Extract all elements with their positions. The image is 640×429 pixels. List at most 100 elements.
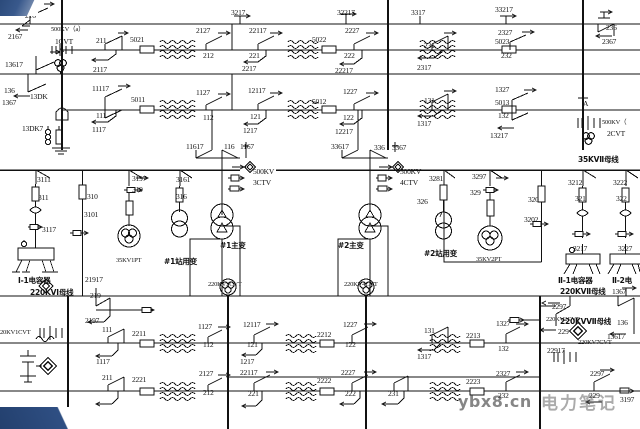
label-station-svc-1: #1站用变 xyxy=(164,257,198,266)
tag-3227: 3227 xyxy=(618,244,633,253)
tag-111b: 111 xyxy=(102,325,113,334)
tag-121: 121 xyxy=(250,112,261,121)
label-500kv-4ctv-a: 500KV xyxy=(400,167,422,176)
tag-2217: 2217 xyxy=(242,64,257,73)
tag-136: 136 xyxy=(4,86,15,95)
tag-232: 232 xyxy=(501,51,512,60)
tag-3217: 3217 xyxy=(231,8,246,17)
tag-222b: 222 xyxy=(345,389,356,398)
tag-2327b: 2327 xyxy=(496,369,511,378)
tag-1367b: 1367 xyxy=(612,287,627,296)
tag-211: 211 xyxy=(96,36,107,45)
tag-2221: 2221 xyxy=(132,375,147,384)
tag-231: 231 xyxy=(424,41,435,50)
tag-131b: 131 xyxy=(424,326,435,335)
label-220kv-1-bus: 220KVⅠ母线 xyxy=(30,288,74,297)
tag-5011: 5011 xyxy=(131,95,145,104)
tag-326: 326 xyxy=(417,197,428,206)
tag-21917: 21917 xyxy=(85,275,103,284)
tag-1127: 1127 xyxy=(196,88,210,97)
corner-artifact-bottom-left xyxy=(0,407,112,429)
tag-2223: 2223 xyxy=(466,377,481,386)
tag-22117: 22117 xyxy=(249,26,267,35)
tag-1327b: 1327 xyxy=(496,319,511,328)
tag-136b: 136 xyxy=(617,318,628,327)
label-500kv-1cvt-a: 500KV（a） xyxy=(51,26,85,33)
tag-2227: 2227 xyxy=(345,26,360,35)
label-cvt-220kv-1: 20KV1CVT xyxy=(0,329,31,336)
tag-5013: 5013 xyxy=(495,98,510,107)
tag-311: 311 xyxy=(38,193,49,202)
tag-211b: 211 xyxy=(102,373,113,382)
tag-1317b: 1317 xyxy=(417,352,432,361)
tag-1317: 1317 xyxy=(417,119,432,128)
tag-321: 321 xyxy=(575,194,586,203)
tag-3281: 3281 xyxy=(429,174,444,183)
label-cvt-220kv-7: 220KV7CVT xyxy=(578,339,612,346)
tag-22117b: 22117 xyxy=(240,368,258,377)
tag-11117: 11117 xyxy=(92,84,109,93)
tag-222: 222 xyxy=(344,51,355,60)
tag-132b: 132 xyxy=(498,344,509,353)
tag-131: 131 xyxy=(424,96,435,105)
tag-1227b: 1227 xyxy=(343,320,358,329)
tag-3161: 3161 xyxy=(176,175,191,184)
label-500kv-3ctv-b: 3CTV xyxy=(253,178,271,187)
tag-33617: 33617 xyxy=(331,142,349,151)
tag-12117: 12117 xyxy=(248,86,266,95)
tag-12117b: 12117 xyxy=(243,320,261,329)
tag-122: 122 xyxy=(343,113,354,122)
label-cap-II-2: Ⅱ-2电 xyxy=(612,276,632,285)
tag-2367: 2367 xyxy=(602,37,617,46)
tag-3217b: 3217 xyxy=(573,244,588,253)
tag-111: 111 xyxy=(96,111,107,120)
tag-1127b: 1127 xyxy=(198,322,212,331)
tag-232b: 232 xyxy=(498,391,509,400)
tag-219: 219 xyxy=(90,291,101,300)
tag-3111: 3111 xyxy=(37,175,51,184)
tag-2297b: 2297 xyxy=(590,369,605,378)
tag-2167: 2167 xyxy=(8,32,23,41)
tag-3197: 3197 xyxy=(132,174,147,183)
tag-2212: 2212 xyxy=(317,330,332,339)
tag-22917: 22917 xyxy=(547,346,565,355)
tag-112b: 112 xyxy=(203,340,214,349)
label-pt-35kv-2: 35KV2PT xyxy=(476,256,502,263)
corner-artifact-top-left xyxy=(0,0,38,16)
label-station-svc-2: #2站用变 xyxy=(424,249,458,258)
tag-221b: 221 xyxy=(248,389,259,398)
tag-3222: 3222 xyxy=(613,178,628,187)
tag-2213: 2213 xyxy=(466,331,481,340)
label-cap-II-1: Ⅱ-1电容器 xyxy=(558,276,593,285)
tag-316: 316 xyxy=(176,192,187,201)
tag-1217b: 1217 xyxy=(240,357,255,366)
tag-2211: 2211 xyxy=(132,329,146,338)
tag-5022: 5022 xyxy=(312,35,327,44)
tag-229: 229 xyxy=(558,327,569,336)
tag-2222: 2222 xyxy=(317,376,332,385)
tag-336: 336 xyxy=(374,143,385,152)
tag-13dk7: 13DK7 xyxy=(22,124,44,133)
tag-319: 319 xyxy=(132,185,143,194)
tag-13617: 13617 xyxy=(5,60,23,69)
label-500kv-3ctv-a: 500KV xyxy=(253,167,275,176)
tag-5023: 5023 xyxy=(495,37,510,46)
label-500kv-2cvt-a: 500KV（ xyxy=(602,119,627,126)
tag-3101: 3101 xyxy=(84,210,99,219)
tag-1367: 1367 xyxy=(2,98,17,107)
tag-5021: 5021 xyxy=(130,35,145,44)
tag-236: 236 xyxy=(606,23,617,32)
tag-2127b: 2127 xyxy=(199,369,214,378)
label-500kv-4ctv-b: 4CTV xyxy=(400,178,418,187)
tag-2127: 2127 xyxy=(196,26,211,35)
label-500kv-2cvt-b: 2CVT xyxy=(607,129,625,138)
tag-3317: 3317 xyxy=(411,8,426,17)
tag-1117b: 1117 xyxy=(96,357,110,366)
tag-11617: 11617 xyxy=(186,142,204,151)
label-35kv-2-bus: 35KVⅡ母线 xyxy=(578,155,619,164)
tag-1117: 1117 xyxy=(92,125,106,134)
tag-231b: 231 xyxy=(388,389,399,398)
tag-33217: 33217 xyxy=(495,5,513,14)
tag-132: 132 xyxy=(498,111,509,120)
